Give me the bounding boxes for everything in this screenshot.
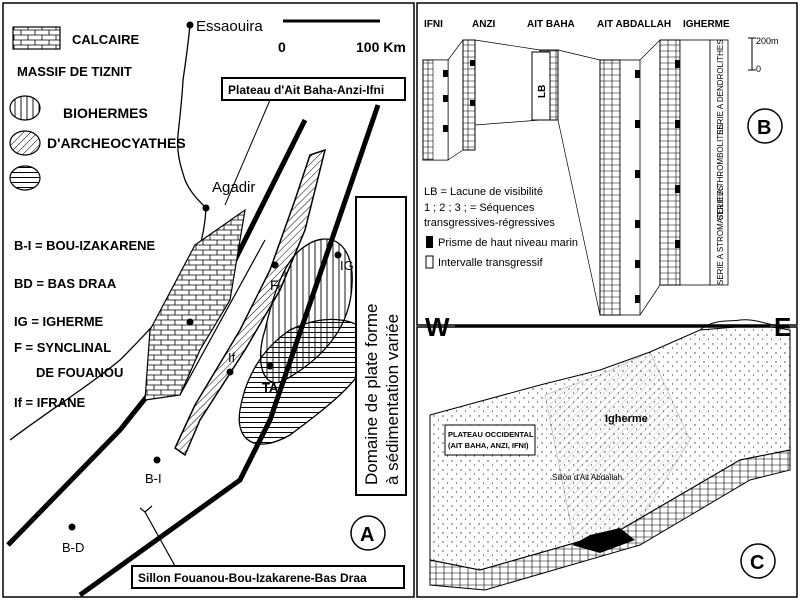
agadir-point [202,204,210,212]
panel-c-border [416,326,798,598]
column-igherme [659,39,681,286]
column-title-ifni: IFNI [424,19,443,30]
legend-sequences: 1 ; 2 ; 3 ; = Séquences [424,202,535,214]
abbr-line-3: IG = IGHERME [14,314,104,329]
panel-b-letter: B [757,117,771,139]
legend-lb: LB = Lacune de visibilité [424,186,543,198]
legend-bioherm-2: D'ARCHEOCYATHES [47,135,186,151]
panel-c-letter-circle [740,543,776,579]
correlation-lines [447,39,661,316]
bi-point [153,456,161,464]
calcaire-massif-area [144,208,246,401]
bioherm-swatch-vertical [9,95,41,121]
bi-label: B-I [145,471,162,486]
bioherm-swatch-horizontal [9,165,41,191]
legend-interval-swatch [425,255,434,269]
marine-prism-markers [443,60,680,303]
column-ifni-sequences [432,59,449,161]
f-point [271,261,279,269]
plateau-occidental-2: (AIT BAHA, ANZI, IFNI) [448,441,529,450]
plateau-box [221,77,406,101]
panel-a-letter: A [360,524,374,546]
lb-gap-box [531,51,551,121]
panel-a-border [2,2,415,598]
abbr-line-6: If = IFRANE [14,395,85,410]
scale-zero: 0 [278,39,286,55]
panel-c: W E PLATEAU OCCIDENTAL (AIT BAHA, ANZI, … [416,312,798,598]
essaouira-label: Essaouira [196,18,263,35]
panel-b: IFNI ANZI AIT BAHA AIT ABDALLAH IGHERME … [416,2,798,326]
scale-200m: 200m [756,36,779,46]
ta-label: TA [262,380,279,395]
sillon-box [131,565,405,589]
plateau-box-text: Plateau d'Ait Baha-Anzi-Ifni [228,83,384,97]
sillon-trough [544,351,691,546]
bd-point [68,523,76,531]
panel-b-border [416,2,798,326]
sillon-box-text: Sillon Fouanou-Bou-Izakarene-Bas Draa [138,571,367,585]
ig-label: IG [340,258,354,273]
ig-point [334,251,342,259]
plateau-occidental-1: PLATEAU OCCIDENTAL [448,430,534,439]
legend-prism: Prisme de haut niveau marin [438,237,578,249]
ta-point [266,362,274,370]
column-ait-abdallah [599,59,621,316]
column-title-ait-abdallah: AIT ABDALLAH [597,19,671,30]
essaouira-point [186,21,194,29]
vertical-scale [748,37,756,71]
calcaire-swatch [12,26,61,50]
legend-transgressives: transgressives-régressives [424,217,555,229]
abbr-line-4: F = SYNCLINAL [14,340,111,355]
sillon-fill [572,528,635,553]
series-thrombolites: SERIE A THROMBOLITES [716,124,725,220]
f-label: F [270,277,279,293]
block-front-face [429,449,791,591]
column-title-ait-baha: AIT BAHA [527,19,575,30]
column-title-anzi: ANZI [472,19,496,30]
panel-a: Essaouira Agadir F If TA IG B-I B-D 0 10… [2,2,415,598]
legend-calcaire: CALCAIRE [72,32,139,47]
column-igherme-series [709,39,729,286]
thin-fault [179,239,266,396]
sillon-abdallah-label: Sillon d'Ait Abdallah [552,473,622,482]
legend-prism-swatch [426,236,433,248]
w-label: W [425,312,450,342]
scale-hundred: 100 Km [356,39,406,55]
legend-bioherm-1: BIOHERMES [63,105,148,121]
bioherm-swatch-hatched [9,130,41,156]
panel-c-letter: C [750,552,764,574]
igherme-label: Igherme [605,413,648,425]
domain-box-text-2: à sédimentation variée [383,314,402,485]
domain-box [355,196,407,496]
plateau-pointer [224,99,271,206]
sillon-pointer [144,511,176,567]
bioherm-oval-horizontal [238,318,371,445]
bioherm-belt [174,148,327,457]
abbr-line-5: DE FOUANOU [36,365,123,380]
panel-a-letter-circle [350,515,386,551]
abbr-line-2: BD = BAS DRAA [14,276,117,291]
lb-label: LB [537,85,548,98]
column-ait-abdallah-sequences [619,59,641,316]
series-stromatolites: SERIE A STROMATOLITES [716,185,725,285]
if-label: If [228,350,236,365]
calcaire-point [186,318,194,326]
domain-box-text-1: Domaine de plate forme [362,304,381,485]
relief-ridge [699,319,791,331]
scale-0: 0 [756,64,761,74]
sillon-arrowhead [139,505,153,513]
series-dendrolithes: SERIE A DENDROLITHES [716,39,725,135]
agadir-label: Agadir [212,179,255,196]
panel-b-letter-circle [747,108,783,144]
if-point [226,368,234,376]
bd-label: B-D [62,540,84,555]
column-title-igherme: IGHERME [683,19,730,30]
legend-massif: MASSIF DE TIZNIT [17,64,132,79]
column-igherme-sequences [679,39,711,286]
legend-interval: Intervalle transgressif [438,257,543,269]
column-anzi [462,39,476,151]
plateau-occidental-box [444,424,536,456]
abbr-line-1: B-I = BOU-IZAKARENE [14,238,156,253]
